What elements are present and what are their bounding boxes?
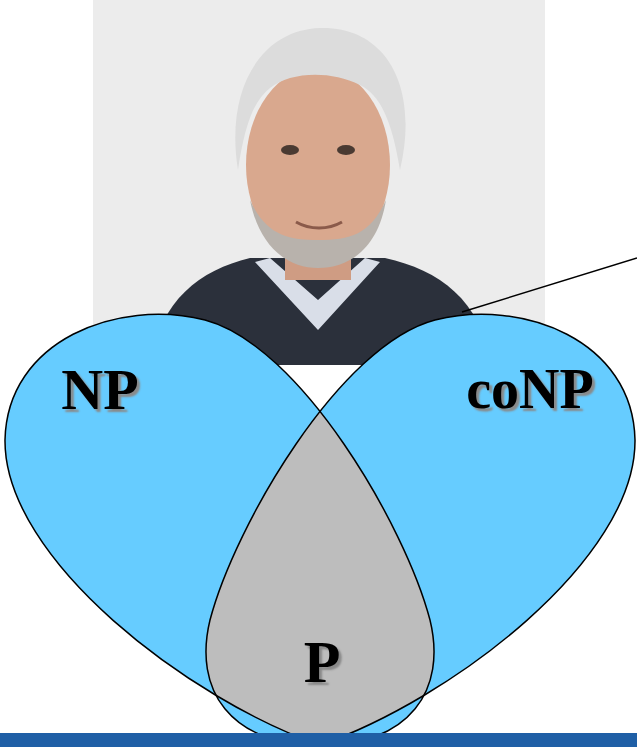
set-label: coNP: [466, 359, 594, 421]
set-label: NP: [61, 358, 138, 422]
mouth: [296, 222, 342, 228]
hair: [235, 28, 405, 170]
p-label-box: P: [296, 625, 349, 699]
np-outline: [5, 314, 434, 745]
p-region: [206, 314, 635, 745]
conp-label-box: coNP: [458, 355, 602, 425]
conp-region: [206, 314, 635, 745]
leader-line: [462, 258, 637, 312]
photo-background: [93, 0, 545, 365]
np-label-box: NP: [53, 354, 146, 426]
set-label: P: [304, 629, 341, 695]
beard: [250, 200, 386, 268]
eye: [281, 145, 299, 155]
footer-bar: [0, 733, 637, 747]
conp-outline: [206, 314, 635, 745]
portrait-photo: [93, 0, 545, 365]
eye: [337, 145, 355, 155]
